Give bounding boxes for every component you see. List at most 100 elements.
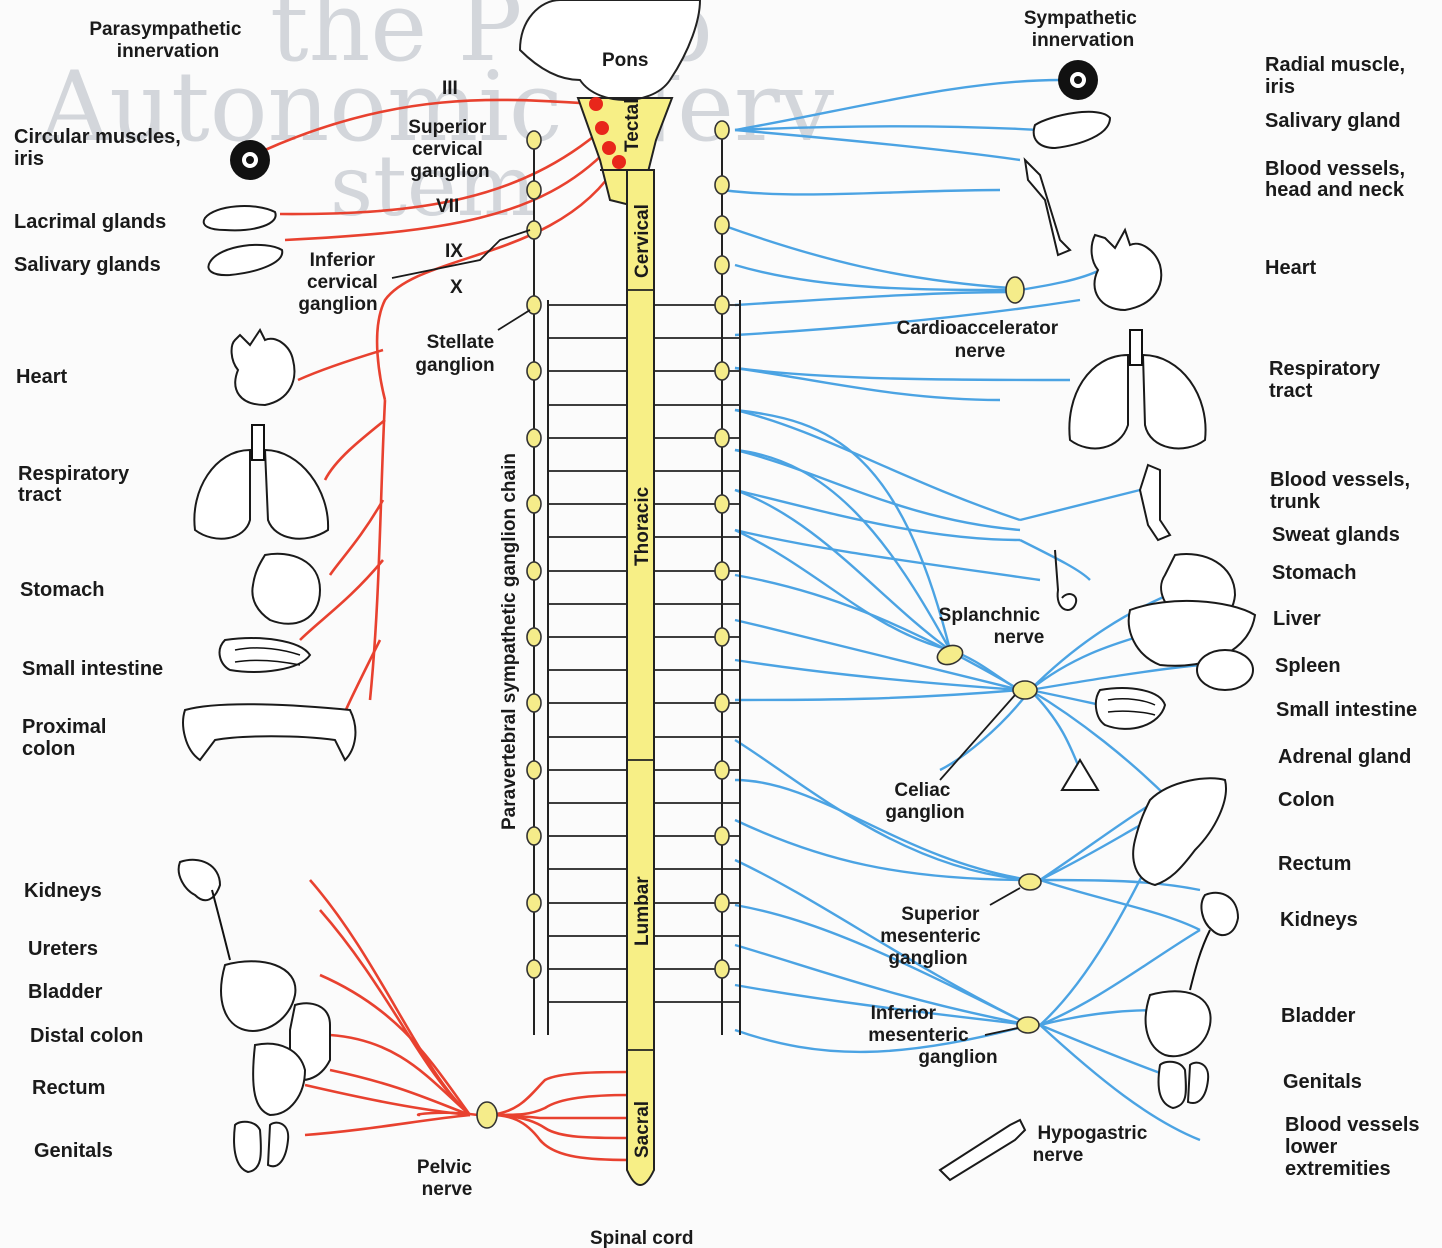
label-spleen: Spleen bbox=[1275, 655, 1341, 677]
label-heart-left: Heart bbox=[16, 366, 67, 388]
kidneys-left-icon bbox=[179, 860, 230, 960]
label-blood-lower: Blood vessels lower extremities bbox=[1285, 1114, 1425, 1180]
label-distal-colon: Distal colon bbox=[30, 1025, 143, 1047]
eye-right-icon bbox=[1058, 60, 1098, 100]
superior-mesenteric-ganglion bbox=[1019, 874, 1041, 890]
chain-ganglion bbox=[527, 694, 541, 712]
chain-ganglion bbox=[527, 429, 541, 447]
spleen-icon bbox=[1197, 650, 1253, 690]
label-sweat: Sweat glands bbox=[1272, 524, 1400, 546]
lungs-left-icon bbox=[194, 425, 328, 539]
chain-ganglion bbox=[715, 296, 729, 314]
chain-ganglion bbox=[715, 362, 729, 380]
colon-right-icon bbox=[1133, 778, 1226, 885]
cranial-nerve-vii: VII bbox=[436, 196, 459, 217]
bladder-right-icon bbox=[1146, 991, 1211, 1056]
label-stomach-left: Stomach bbox=[20, 579, 104, 601]
chain-ganglion bbox=[527, 495, 541, 513]
spinal-cord-label: Spinal cord bbox=[590, 1228, 693, 1248]
label-colon: Colon bbox=[1278, 789, 1335, 811]
label-heart-right: Heart bbox=[1265, 257, 1316, 279]
region-tectal: Tectal bbox=[622, 98, 643, 152]
chain-ganglion bbox=[715, 960, 729, 978]
chain-ganglion bbox=[715, 761, 729, 779]
label-small-intestine-right: Small intestine bbox=[1276, 699, 1417, 721]
label-kidneys-left: Kidneys bbox=[24, 880, 102, 902]
genitals-left-icon bbox=[234, 1122, 288, 1172]
kidneys-right-icon bbox=[1190, 893, 1238, 990]
label-bladder-left: Bladder bbox=[28, 981, 103, 1003]
chain-ganglion bbox=[715, 429, 729, 447]
celiac-ganglion bbox=[1013, 681, 1037, 699]
blood-vessels-lower-icon bbox=[940, 1120, 1025, 1180]
chain-ganglion bbox=[527, 628, 541, 646]
hypogastric-label: Hypogastric nerve bbox=[1033, 1123, 1153, 1166]
cardioaccelerator-label: Cardioaccelerator nerve bbox=[897, 318, 1064, 362]
label-radial-muscle: Radial muscle, iris bbox=[1265, 54, 1411, 98]
chain-ganglion bbox=[715, 216, 729, 234]
chain-ganglion bbox=[527, 362, 541, 380]
salivary-gland-right-icon bbox=[1034, 112, 1110, 148]
inferior-mesenteric-ganglion bbox=[1017, 1017, 1039, 1033]
splanchnic-label: Splanchnic nerve bbox=[939, 605, 1046, 648]
cranial-nerve-ix: IX bbox=[445, 241, 463, 262]
lacrimal-gland-icon bbox=[204, 206, 276, 230]
rectum-left-icon bbox=[253, 1044, 305, 1115]
chain-ganglion bbox=[715, 694, 729, 712]
named-ganglia bbox=[477, 131, 1041, 1128]
stomach-left-icon bbox=[252, 554, 320, 624]
pelvic-ganglion bbox=[477, 1102, 497, 1128]
label-bladder-right: Bladder bbox=[1281, 1005, 1356, 1027]
region-cervical: Cervical bbox=[632, 204, 653, 278]
label-stomach-right: Stomach bbox=[1272, 562, 1356, 584]
chain-ganglion bbox=[715, 628, 729, 646]
nucleus-x bbox=[612, 155, 626, 169]
pelvic-label: Pelvic nerve bbox=[417, 1157, 477, 1200]
label-salivary-right: Salivary gland bbox=[1265, 110, 1401, 132]
label-proximal-colon: Proximal colon bbox=[22, 716, 112, 760]
label-salivary-left: Salivary glands bbox=[14, 254, 161, 276]
chain-ganglion bbox=[715, 495, 729, 513]
label-respiratory-right: Respiratory tract bbox=[1269, 358, 1386, 402]
region-lumbar: Lumbar bbox=[632, 876, 653, 946]
genitals-right-icon bbox=[1159, 1062, 1209, 1108]
chain-ganglion bbox=[715, 256, 729, 274]
adrenal-gland-icon bbox=[1062, 760, 1098, 790]
lungs-right-icon bbox=[1069, 330, 1205, 448]
chain-ganglion bbox=[715, 121, 729, 139]
chain-ganglion bbox=[715, 894, 729, 912]
label-ureters: Ureters bbox=[28, 938, 98, 960]
chain-ganglion bbox=[527, 827, 541, 845]
cardioaccelerator-ganglion bbox=[1006, 277, 1024, 303]
label-liver: Liver bbox=[1273, 608, 1321, 630]
bladder-left-icon bbox=[221, 961, 295, 1031]
chain-ganglion bbox=[715, 562, 729, 580]
chain-ganglion bbox=[527, 894, 541, 912]
label-small-intestine-left: Small intestine bbox=[22, 658, 163, 680]
superior-cervical-ganglion-label: Superior cervical ganglion bbox=[408, 117, 491, 182]
chain-ganglion bbox=[715, 827, 729, 845]
small-intestine-left-icon bbox=[220, 638, 310, 672]
chain-label: Paravertebral sympathetic ganglion chain bbox=[499, 453, 520, 830]
cranial-nerve-x: X bbox=[450, 277, 463, 298]
pons-label: Pons bbox=[602, 50, 648, 71]
blood-vessels-trunk-icon bbox=[1140, 465, 1170, 540]
label-lacrimal: Lacrimal glands bbox=[14, 211, 166, 233]
proximal-colon-left-icon bbox=[183, 704, 355, 760]
inferior-cervical-ganglion-label: Inferior cervical ganglion bbox=[298, 250, 383, 315]
chain-ganglion bbox=[527, 960, 541, 978]
eye-left-icon bbox=[230, 140, 270, 180]
label-genitals-right: Genitals bbox=[1283, 1071, 1362, 1093]
chain-ganglion bbox=[527, 562, 541, 580]
nucleus-vii bbox=[595, 121, 609, 135]
label-rectum-left: Rectum bbox=[32, 1077, 105, 1099]
blood-vessels-head-icon bbox=[1025, 160, 1070, 255]
salivary-gland-left-icon bbox=[208, 245, 282, 275]
label-genitals-left: Genitals bbox=[34, 1140, 113, 1162]
label-respiratory-left: Respiratory tract bbox=[18, 463, 135, 506]
celiac-label: Celiac ganglion bbox=[885, 780, 964, 823]
label-rectum-right: Rectum bbox=[1278, 853, 1351, 875]
stellate-ganglion-label: Stellate ganglion bbox=[415, 332, 499, 376]
label-blood-head: Blood vessels, head and neck bbox=[1265, 158, 1411, 201]
